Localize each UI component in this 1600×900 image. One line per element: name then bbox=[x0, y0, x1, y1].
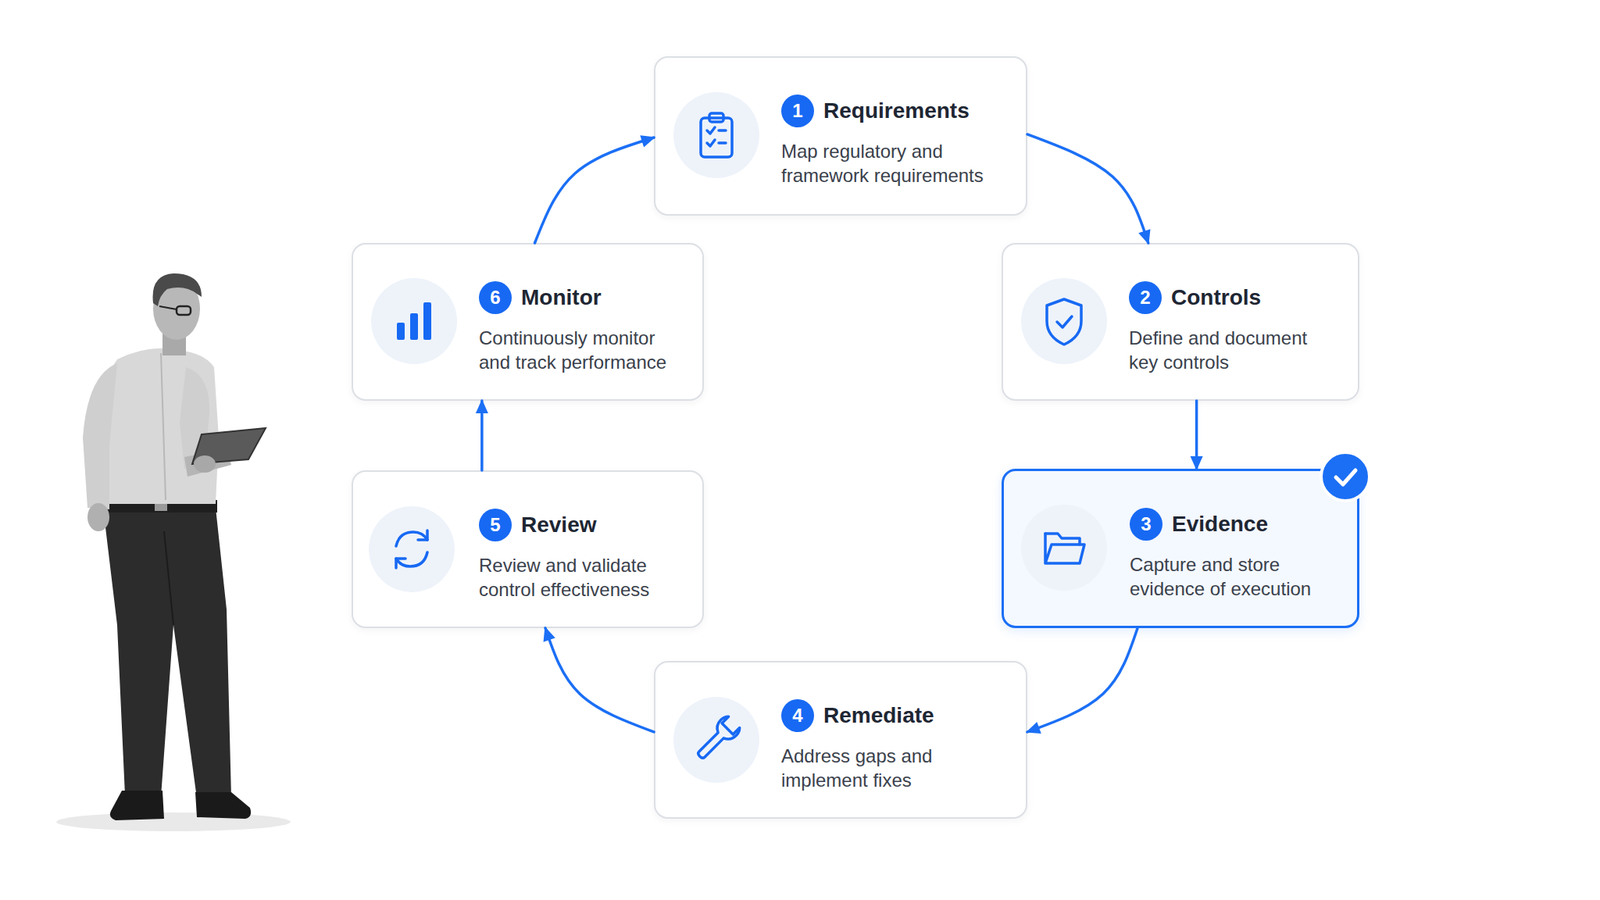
arm bbox=[82, 363, 118, 510]
process-box: 4RemediateAddress gaps and implement fix… bbox=[653, 660, 1028, 819]
shirt bbox=[100, 348, 220, 504]
step-title: Remediate bbox=[823, 699, 935, 733]
step-title: Controls bbox=[1171, 281, 1261, 315]
icon-circle bbox=[371, 278, 458, 365]
step-title: Requirements bbox=[823, 94, 970, 128]
clipboard-icon bbox=[700, 113, 733, 158]
step-number: 1 bbox=[781, 94, 815, 128]
shoe bbox=[110, 790, 165, 821]
icon-circle bbox=[673, 92, 760, 179]
step-number: 5 bbox=[478, 508, 512, 542]
process-box: 5 ReviewReview and validate control effec… bbox=[351, 470, 704, 629]
icon-circle bbox=[1021, 504, 1108, 591]
step-number: 2 bbox=[1128, 281, 1162, 315]
step-description: Review and validate control effectivenes… bbox=[478, 553, 679, 602]
icon-circles bbox=[368, 92, 1108, 783]
cycle-arrow bbox=[545, 628, 654, 733]
trouser-seam bbox=[164, 531, 174, 625]
glasses-arm bbox=[159, 306, 177, 310]
step-title: Evidence bbox=[1171, 507, 1268, 541]
shield-icon bbox=[1046, 299, 1082, 345]
process-box: 3EvidenceCapture and store evidence of e… bbox=[1001, 468, 1360, 629]
wrench-icon bbox=[692, 714, 743, 765]
icon-circle bbox=[673, 696, 760, 783]
trousers bbox=[103, 507, 232, 799]
bar-chart-icon bbox=[396, 302, 432, 340]
cycle-arrow bbox=[535, 137, 654, 243]
cycle-arrow bbox=[1027, 628, 1138, 733]
hair bbox=[153, 273, 202, 307]
step-title: Monitor bbox=[521, 281, 602, 315]
floor-shadow bbox=[56, 812, 291, 832]
check-badge bbox=[1321, 452, 1370, 501]
icon-circle bbox=[368, 506, 455, 593]
refresh-icon bbox=[396, 530, 428, 568]
step-description: Address gaps and implement fixes bbox=[781, 743, 981, 793]
hand bbox=[87, 503, 110, 532]
step-number: 3 bbox=[1129, 507, 1163, 541]
step-number: 4 bbox=[781, 699, 815, 733]
step-description: Map regulatory and framework requirement… bbox=[781, 139, 1002, 188]
cycle-arrow bbox=[1027, 134, 1149, 243]
process-box: 6 MonitorContinuously monitor and track p… bbox=[351, 242, 704, 401]
cycle-arrow bbox=[1195, 400, 1199, 469]
step-description: Continuously monitor and track performan… bbox=[478, 325, 679, 375]
process-box: 1RequirementsMap regulatory and framewor… bbox=[653, 56, 1028, 216]
step-title: Review bbox=[521, 508, 597, 542]
icon-circle bbox=[1021, 278, 1108, 365]
folder-icon bbox=[1045, 533, 1085, 564]
process-box: 2 ControlsDefine and document key control… bbox=[1001, 242, 1360, 401]
step-description: Capture and store evidence of execution bbox=[1129, 552, 1329, 601]
step-number: 6 bbox=[478, 281, 512, 315]
cycle-arrow bbox=[480, 400, 484, 471]
shirt-placket bbox=[160, 353, 166, 500]
shoe bbox=[195, 792, 251, 819]
step-description: Define and document key controls bbox=[1128, 325, 1329, 375]
hand bbox=[193, 455, 216, 473]
glasses bbox=[176, 306, 191, 315]
